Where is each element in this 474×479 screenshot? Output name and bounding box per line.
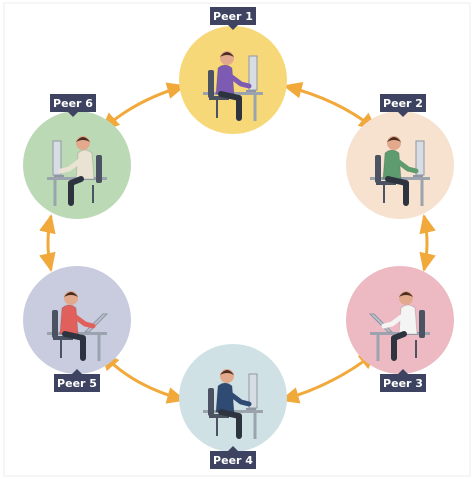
chair-back-icon: [208, 70, 214, 98]
legs-icon: [391, 331, 407, 361]
hair-icon: [220, 52, 234, 57]
peer-node-2: Peer 2: [346, 94, 454, 219]
legs-icon: [385, 176, 409, 206]
arm-icon: [381, 309, 411, 329]
chair-back-icon: [96, 155, 102, 183]
arm-icon: [222, 387, 252, 407]
peers-layer: Peer 1 Peer 2 Peer 3 Peer 4 Peer 5 Peer 6: [23, 7, 454, 469]
chair-back-icon: [419, 310, 425, 338]
chair-seat-icon: [376, 181, 396, 185]
arm-icon: [66, 309, 96, 329]
peer-3-label: Peer 3: [380, 369, 426, 392]
desk-leg-icon: [53, 180, 57, 206]
hair-icon: [387, 137, 401, 142]
chair-back-icon: [52, 310, 58, 338]
peer-5-label-text: Peer 5: [57, 377, 97, 390]
desk-leg-icon: [420, 180, 424, 206]
peer-5-label-bg: [54, 374, 100, 392]
hair-icon: [220, 370, 234, 375]
peer-2-label: Peer 2: [380, 94, 426, 117]
peer-node-5: Peer 5: [23, 266, 131, 392]
peer-4-label-text: Peer 4: [213, 454, 253, 467]
peer-node-3: Peer 3: [346, 266, 454, 392]
desk-leg-icon: [253, 95, 257, 121]
label-pointer-icon: [228, 25, 238, 30]
legs-icon: [218, 409, 242, 439]
hair-icon: [399, 292, 413, 297]
chair-seat-icon: [53, 336, 73, 340]
desk-leg-icon: [97, 335, 101, 361]
peer-5-label: Peer 5: [54, 369, 100, 392]
peer-node-1: Peer 1: [179, 7, 287, 134]
arm-icon: [58, 154, 88, 174]
peer-node-6: Peer 6: [23, 94, 131, 219]
label-pointer-icon: [398, 369, 408, 374]
chair-back-icon: [375, 155, 381, 183]
arm-icon: [389, 154, 419, 174]
peer-2-label-text: Peer 2: [383, 97, 423, 110]
peer-6-label-text: Peer 6: [53, 97, 93, 110]
desk-leg-icon: [376, 335, 380, 361]
desk-leg-icon: [253, 413, 257, 439]
connection-peer-2-peer-3: [419, 213, 436, 273]
peer-4-label-bg: [210, 451, 256, 469]
peer-3-illustration: [368, 291, 430, 361]
peer-1-label-bg: [210, 7, 256, 25]
legs-icon: [218, 91, 242, 121]
peer-1-label-text: Peer 1: [213, 10, 253, 23]
connection-peer-5-peer-6: [39, 213, 56, 273]
arm-icon: [222, 69, 252, 89]
peer-3-label-bg: [380, 374, 426, 392]
peer-1-illustration: [203, 51, 263, 121]
peer-5-illustration: [47, 291, 109, 361]
hair-icon: [64, 292, 78, 297]
peer-4-label: Peer 4: [210, 446, 256, 469]
peer-3-label-text: Peer 3: [383, 377, 423, 390]
peer-6-label-bg: [50, 94, 96, 112]
label-pointer-icon: [68, 112, 78, 117]
peer-1-label: Peer 1: [210, 7, 256, 30]
peer-6-illustration: [47, 136, 107, 206]
hair-icon: [76, 137, 90, 142]
peer-2-illustration: [370, 136, 430, 206]
peer-4-illustration: [203, 369, 263, 439]
monitor-stand-icon: [413, 175, 423, 177]
chair-seat-icon: [209, 96, 229, 100]
peer-node-4: Peer 4: [179, 344, 287, 469]
chair-back-icon: [208, 388, 214, 416]
peer-6-label: Peer 6: [50, 94, 96, 117]
peer-2-label-bg: [380, 94, 426, 112]
legs-icon: [62, 331, 86, 361]
monitor-stand-icon: [246, 90, 256, 92]
label-pointer-icon: [398, 112, 408, 117]
monitor-stand-icon: [54, 175, 64, 177]
monitor-stand-icon: [246, 408, 256, 410]
label-pointer-icon: [228, 446, 238, 451]
chair-seat-icon: [209, 414, 229, 418]
label-pointer-icon: [72, 369, 82, 374]
legs-icon: [68, 176, 84, 206]
